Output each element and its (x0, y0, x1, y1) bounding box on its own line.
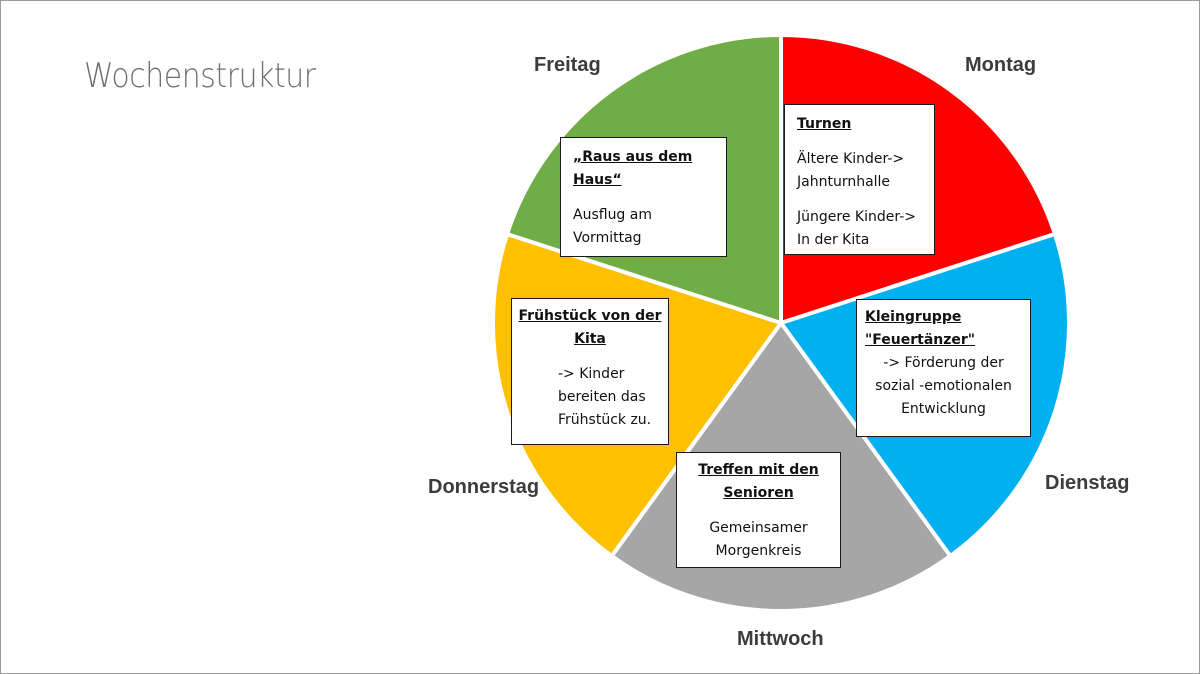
box-dienstag-line3: Entwicklung (901, 401, 986, 417)
box-mittwoch: Treffen mit den Senioren Gemeinsamer Mor… (676, 452, 841, 568)
box-freitag-line2: Vormittag (573, 230, 642, 246)
box-montag-line4: In der Kita (797, 232, 870, 248)
day-label-mittwoch: Mittwoch (737, 628, 824, 650)
box-montag-line1: Ältere Kinder-> (797, 151, 905, 167)
box-montag: Turnen Ältere Kinder-> Jahnturnhalle Jün… (784, 104, 935, 255)
box-mittwoch-line1: Gemeinsamer (709, 520, 808, 536)
box-montag-heading: Turnen (797, 116, 852, 132)
box-dienstag-heading1: Kleingruppe (865, 309, 962, 325)
slide-title: Wochenstruktur (84, 56, 316, 96)
box-dienstag-line1: -> Förderung der (883, 355, 1004, 371)
box-mittwoch-line2: Morgenkreis (715, 543, 802, 559)
box-donnerstag: Frühstück von der Kita -> Kinder bereite… (511, 298, 669, 445)
box-donnerstag-heading1: Frühstück von der (518, 308, 662, 324)
box-donnerstag-line2: bereiten das (558, 389, 646, 405)
day-label-donnerstag: Donnerstag (428, 476, 540, 498)
box-freitag-line1: Ausflug am (573, 207, 652, 223)
box-freitag-heading2: Haus“ (573, 172, 622, 188)
box-montag-line3: Jüngere Kinder-> (797, 209, 916, 225)
box-mittwoch-heading2: Senioren (723, 485, 794, 501)
box-dienstag: Kleingruppe "Feuertänzer" -> Förderung d… (856, 299, 1031, 437)
box-dienstag-line2: sozial -emotionalen (875, 378, 1012, 394)
box-donnerstag-line1: -> Kinder (558, 366, 625, 382)
day-label-freitag: Freitag (534, 54, 601, 76)
box-montag-line2: Jahnturnhalle (797, 174, 891, 190)
box-donnerstag-line3: Frühstück zu. (558, 412, 652, 428)
box-donnerstag-heading2: Kita (574, 331, 606, 347)
box-freitag: „Raus aus dem Haus“ Ausflug am Vormittag (560, 137, 727, 257)
box-freitag-heading1: „Raus aus dem (573, 149, 693, 165)
box-dienstag-heading2: "Feuertänzer" (865, 332, 976, 348)
day-label-montag: Montag (965, 54, 1037, 76)
box-mittwoch-heading1: Treffen mit den (698, 462, 819, 478)
day-label-dienstag: Dienstag (1045, 472, 1130, 494)
